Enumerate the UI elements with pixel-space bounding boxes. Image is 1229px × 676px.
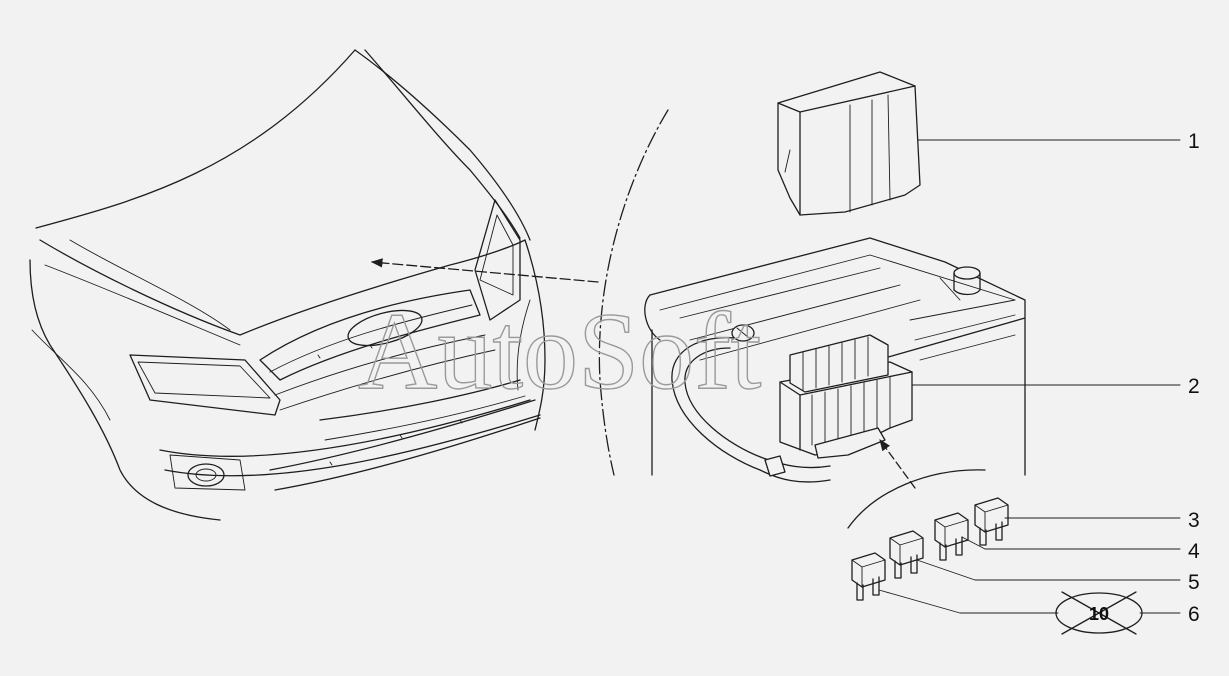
- fuse-box-cover: [777, 71, 921, 216]
- callout-6: 6: [1188, 603, 1200, 626]
- quantity-badge: 10: [1055, 591, 1143, 635]
- car-front-illustration: [29, 49, 599, 521]
- callout-1: 1: [1188, 130, 1200, 153]
- callout-3: 3: [1188, 509, 1200, 532]
- detail-boundary-arc: [598, 109, 669, 476]
- callout-2: 2: [1188, 375, 1200, 398]
- insertion-arrow: [879, 439, 916, 489]
- fuse-5: [889, 530, 924, 579]
- fuse-block: [779, 334, 913, 459]
- fuse-4: [934, 512, 969, 561]
- quantity-badge-text: 10: [1089, 604, 1109, 624]
- callout-5: 5: [1188, 571, 1200, 594]
- leader-lines: [878, 139, 1181, 614]
- callout-4: 4: [1188, 540, 1200, 563]
- watermark: AutoSoft: [358, 290, 761, 412]
- fuse-6: [851, 552, 886, 601]
- fuse-group-arc: [847, 469, 986, 529]
- battery-cable: [671, 324, 831, 483]
- fuse-3: [974, 497, 1009, 546]
- battery-illustration: [644, 237, 1026, 476]
